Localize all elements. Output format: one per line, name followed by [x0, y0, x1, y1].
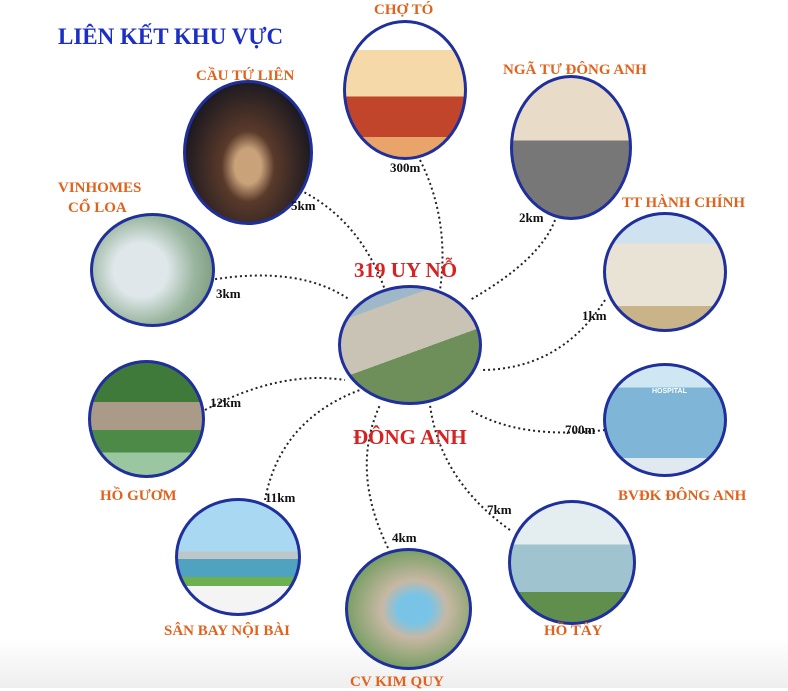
line-nga-tu	[469, 219, 556, 301]
center-title-line1: 319 UY NỖ	[354, 258, 458, 282]
label-cv-kim-quy: CV KIM QUY	[350, 674, 444, 690]
label-cau-tu-lien: CẦU TỨ LIÊN	[196, 68, 295, 84]
label-co-loa: CỔ LOA	[68, 200, 127, 216]
distance-vinhomes: 3km	[216, 286, 241, 301]
image-cau-tu-lien	[183, 80, 313, 225]
distance-cho-to: 300m	[390, 160, 421, 175]
label-san-bay-noi-bai: SÂN BAY NỘI BÀI	[164, 623, 291, 639]
image-san-bay-noi-bai	[175, 498, 301, 616]
hospital-sign: HOSPITAL	[652, 388, 687, 395]
center-title-line2: ĐÔNG ANH	[353, 425, 467, 449]
label-cho-to: CHỢ TÓ	[374, 2, 434, 18]
line-kim-quy	[365, 404, 389, 549]
line-cau-tu-lien	[299, 189, 386, 291]
image-cv-kim-quy	[345, 548, 472, 670]
image-ho-guom	[88, 360, 205, 478]
distance-ho-guom: 12km	[210, 395, 242, 410]
image-bvdk-dong-anh: HOSPITAL	[603, 363, 727, 477]
distance-ho-tay: 7km	[487, 502, 512, 517]
image-ho-tay	[508, 500, 636, 625]
distance-cau-tu-lien: 5km	[291, 198, 316, 213]
label-ho-tay: HỒ TÂY	[544, 623, 603, 639]
distance-bvdk: 700m	[565, 422, 596, 437]
distance-san-bay: 11km	[265, 490, 296, 505]
line-bvdk	[469, 409, 606, 434]
line-san-bay	[264, 389, 361, 501]
distance-kim-quy: 4km	[392, 530, 417, 545]
image-cho-to	[343, 20, 467, 160]
label-ho-guom: HỒ GƯƠM	[100, 488, 177, 504]
distance-nga-tu-dong-anh: 2km	[519, 210, 544, 225]
label-vinhomes: VINHOMES	[58, 180, 142, 196]
page-title: LIÊN KẾT KHU VỰC	[58, 24, 284, 49]
line-tt-hanh-chinh	[479, 299, 606, 371]
distance-tt-hanh-chinh: 1km	[582, 308, 607, 323]
line-ho-tay	[429, 404, 511, 531]
image-vinhomes-co-loa	[90, 213, 215, 327]
image-tt-hanh-chinh	[603, 212, 727, 332]
line-vinhomes	[209, 274, 351, 301]
label-nga-tu-dong-anh: NGÃ TƯ ĐÔNG ANH	[503, 62, 647, 78]
line-cho-to	[419, 159, 444, 291]
label-bvdk-dong-anh: BVĐK ĐÔNG ANH	[618, 488, 747, 504]
image-center-project	[338, 285, 482, 405]
label-tt-hanh-chinh: TT HÀNH CHÍNH	[622, 195, 746, 211]
line-ho-guom	[204, 377, 346, 411]
image-nga-tu-dong-anh	[510, 75, 632, 220]
